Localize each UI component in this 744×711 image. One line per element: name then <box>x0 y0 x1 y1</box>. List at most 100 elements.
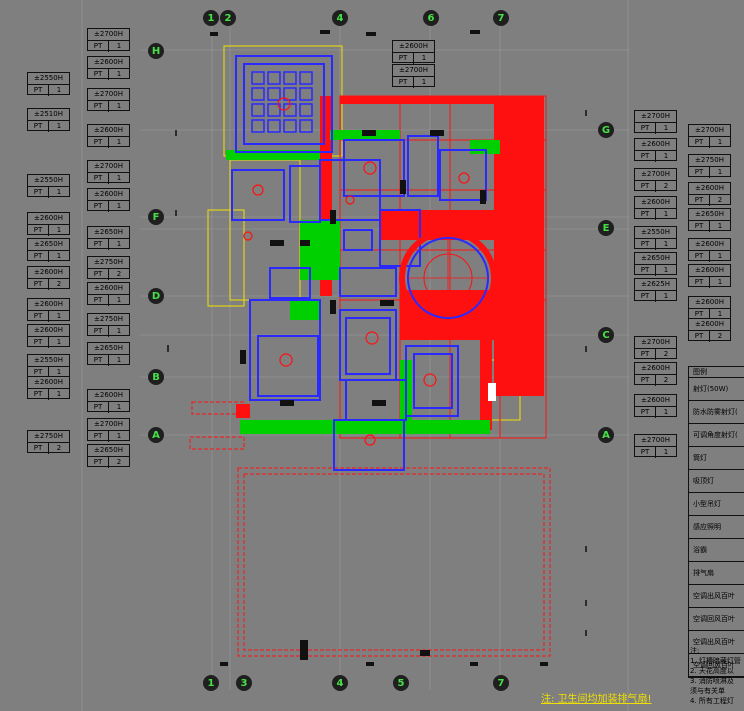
tag-type: PT <box>28 367 49 378</box>
tag-count: 1 <box>717 222 723 230</box>
tag-height: ±2550H <box>28 73 69 85</box>
axis-marker-left: A <box>148 427 164 443</box>
tag-type: PT <box>689 251 710 262</box>
tag-count: 2 <box>663 376 669 384</box>
tag-height: ±2600H <box>689 183 730 195</box>
tag-type: PT <box>635 209 656 220</box>
bathroom-exhaust-note: 注: 卫生间均加装排气扇! <box>541 694 652 705</box>
tag-height: ±2600H <box>393 41 434 53</box>
tag-count: 1 <box>116 174 122 182</box>
tag-type: PT <box>88 355 109 366</box>
legend-item: 吸顶灯 <box>689 470 744 493</box>
tag-type: PT <box>28 279 49 290</box>
tag-height: ±2650H <box>88 445 129 457</box>
tag-count: 1 <box>56 312 62 320</box>
tag-height: ±2600H <box>689 265 730 277</box>
tag-height: ±2600H <box>28 299 69 311</box>
tag-height: ±2600H <box>28 213 69 225</box>
legend-item: 空调出风百叶 <box>689 585 744 608</box>
tag-height: ±2550H <box>635 227 676 239</box>
axis-marker-right: G <box>598 122 614 138</box>
tag-type: PT <box>689 309 710 320</box>
tag-height: ±2750H <box>88 257 129 269</box>
tag-count: 1 <box>663 408 669 416</box>
tag-type: PT <box>88 431 109 442</box>
tag-type: PT <box>88 326 109 337</box>
tag-type: PT <box>689 167 710 178</box>
tag-type: PT <box>635 123 656 134</box>
axis-marker-bottom: 3 <box>236 675 252 691</box>
tag-type: PT <box>28 187 49 198</box>
tag-height: ±2600H <box>635 395 676 407</box>
tag-type: PT <box>689 195 710 206</box>
tag-type: PT <box>88 295 109 306</box>
tag-count: 1 <box>116 240 122 248</box>
tag-count: 1 <box>116 356 122 364</box>
axis-marker-left: F <box>148 209 164 225</box>
tag-height: ±2625H <box>635 279 676 291</box>
tag-type: PT <box>28 85 49 96</box>
axis-marker-left: B <box>148 369 164 385</box>
tag-type: PT <box>689 137 710 148</box>
tag-count: 1 <box>116 432 122 440</box>
tag-count: 2 <box>56 280 62 288</box>
tag-type: PT <box>88 137 109 148</box>
legend-item: 筒灯 <box>689 447 744 470</box>
tag-type: PT <box>635 375 656 386</box>
tag-height: ±2700H <box>635 337 676 349</box>
tag-type: PT <box>689 221 710 232</box>
tag-type: PT <box>689 277 710 288</box>
tag-count: 2 <box>56 444 62 452</box>
tag-height: ±2510H <box>28 109 69 121</box>
tag-count: 1 <box>717 252 723 260</box>
tag-type: PT <box>28 311 49 322</box>
axis-marker-top: 7 <box>493 10 509 26</box>
tag-type: PT <box>28 443 49 454</box>
tag-type: PT <box>28 121 49 132</box>
note-line: 2. 天花高度以 <box>690 667 734 675</box>
tag-height: ±2700H <box>635 435 676 447</box>
tag-count: 1 <box>56 226 62 234</box>
tag-height: ±2600H <box>88 390 129 402</box>
legend-item: 可调角度射灯( <box>689 424 744 447</box>
axis-marker-left: D <box>148 288 164 304</box>
tag-height: ±2700H <box>635 111 676 123</box>
legend-item: 感应照明 <box>689 516 744 539</box>
tag-count: 1 <box>663 124 669 132</box>
tag-height: ±2700H <box>88 161 129 173</box>
tag-type: PT <box>88 69 109 80</box>
tag-height: ±2650H <box>28 239 69 251</box>
tag-count: 1 <box>56 252 62 260</box>
tag-count: 1 <box>56 338 62 346</box>
tag-type: PT <box>28 251 49 262</box>
axis-marker-top: 6 <box>423 10 439 26</box>
tag-count: 1 <box>116 202 122 210</box>
note-line: 4. 所有工程灯 <box>690 697 734 705</box>
tag-count: 2 <box>116 458 122 466</box>
axis-marker-right: E <box>598 220 614 236</box>
